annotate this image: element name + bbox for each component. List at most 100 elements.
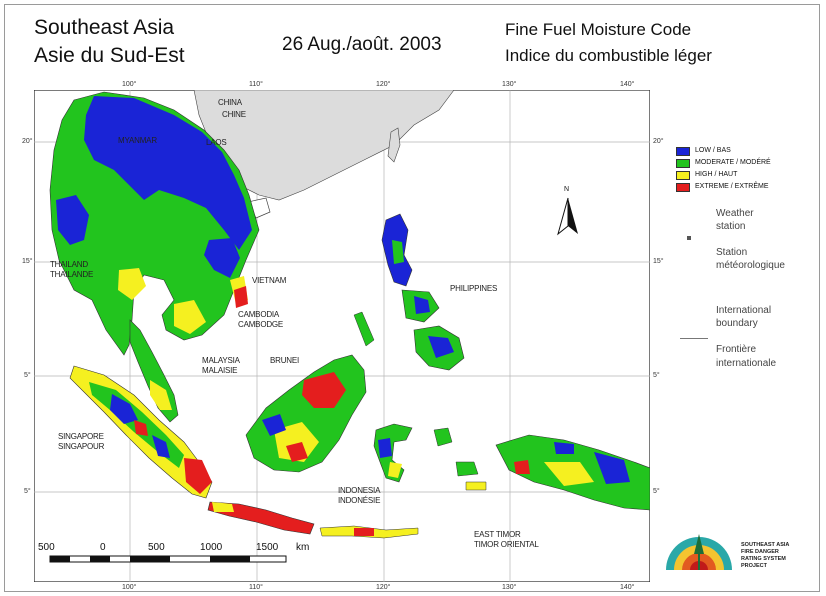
- mainland-high-2: [174, 300, 206, 334]
- tick-top-120: 120°: [376, 81, 391, 88]
- legend-swatch-extreme: [676, 183, 690, 192]
- boundary-label-fr-1: Frontière: [716, 344, 757, 355]
- legend-swatch-moderate: [676, 159, 690, 168]
- tick-top-140: 140°: [620, 81, 635, 88]
- maluku-2: [455, 461, 479, 477]
- label-malaisie: MALAISIE: [202, 366, 238, 375]
- scale-unit: km: [296, 542, 310, 553]
- mainland-high-1: [118, 268, 146, 300]
- station-label-fr-1: Station: [716, 247, 748, 258]
- label-east-timor: EAST TIMOR: [474, 530, 521, 539]
- logo-text-2: FIRE DANGER: [741, 549, 779, 555]
- maluku-1: [433, 427, 453, 447]
- region-title-en: Southeast Asia: [34, 16, 175, 39]
- scale-bar: [49, 555, 287, 563]
- legend-label-high: HIGH / HAUT: [695, 171, 738, 178]
- logo-text-4: PROJECT: [741, 563, 767, 569]
- map-date: 26 Aug./août. 2003: [282, 34, 442, 55]
- legend-label-moderate: MODERATE / MODÉRÉ: [695, 159, 771, 166]
- tick-top-100: 100°: [122, 81, 137, 88]
- map-canvas: [34, 90, 650, 582]
- boundary-line-icon: [680, 338, 708, 339]
- label-singapour: SINGAPOUR: [58, 442, 105, 451]
- palawan-land: [353, 311, 375, 347]
- tick-bottom-130: 130°: [502, 584, 517, 591]
- index-title-fr: Indice du combustible léger: [505, 46, 712, 65]
- sulawesi-low: [378, 438, 392, 458]
- tick-top-110: 110°: [249, 81, 263, 88]
- tick-right-5a: 5°: [653, 372, 660, 379]
- label-cambodge: CAMBODGE: [238, 320, 284, 329]
- tick-left-5a: 5°: [24, 372, 31, 379]
- tick-top-130: 130°: [502, 81, 517, 88]
- borneo-low: [262, 414, 286, 436]
- boundary-label-fr-2: internationale: [716, 358, 777, 369]
- taiwan-land: [387, 127, 401, 163]
- north-arrow-icon: [557, 197, 578, 236]
- label-indonesia: INDONESIA: [338, 486, 381, 495]
- label-philippines: PHILIPPINES: [450, 284, 498, 293]
- logo-text-3: RATING SYSTEM: [741, 556, 786, 562]
- borneo-high: [274, 422, 319, 462]
- legend-swatch-low: [676, 147, 690, 156]
- tick-left-20: 20°: [22, 138, 33, 145]
- label-singapore: SINGAPORE: [58, 432, 104, 441]
- label-vietnam: VIETNAM: [252, 276, 287, 285]
- label-chine: CHINE: [222, 110, 246, 119]
- luzon-moderate: [392, 240, 404, 264]
- sumatra-extreme-2: [134, 420, 148, 436]
- boundary-label-en-2: boundary: [716, 318, 758, 329]
- tick-bottom-120: 120°: [376, 584, 391, 591]
- scale-label-1000: 1000: [200, 542, 223, 553]
- station-label-en-2: station: [716, 221, 746, 232]
- java-land: [207, 501, 315, 535]
- label-thailand: THAILAND: [50, 260, 88, 269]
- station-label-fr-2: météorologique: [716, 260, 785, 271]
- maluku-3: [465, 481, 487, 491]
- station-label-en-1: Weather: [716, 208, 754, 219]
- newguinea-extreme: [514, 460, 530, 474]
- tick-bottom-100: 100°: [122, 584, 137, 591]
- label-cambodia: CAMBODIA: [238, 310, 280, 319]
- lesser-sunda-extreme: [354, 528, 374, 536]
- sulawesi-high: [388, 462, 402, 478]
- legend-label-extreme: EXTREME / EXTRÊME: [695, 183, 769, 190]
- north-label: N: [564, 186, 570, 193]
- newguinea-low: [594, 452, 630, 484]
- malay-high: [150, 380, 172, 410]
- newguinea-low-2: [554, 442, 574, 454]
- legend-label-low: LOW / BAS: [695, 147, 731, 154]
- label-malaysia: MALAYSIA: [202, 356, 240, 365]
- mindanao-low: [428, 336, 454, 358]
- visayas-low: [414, 296, 430, 314]
- java-high: [212, 502, 234, 512]
- label-indonesie: INDONÉSIE: [338, 496, 381, 505]
- sumatra-low-2: [152, 435, 170, 458]
- tick-left-15: 15°: [22, 258, 33, 265]
- tick-bottom-110: 110°: [249, 584, 263, 591]
- logo-text-1: SOUTHEAST ASIA: [741, 542, 790, 548]
- scale-label-500-left: 500: [38, 542, 55, 553]
- label-laos: LAOS: [206, 138, 227, 147]
- map-frame: [4, 4, 820, 592]
- label-brunei: BRUNEI: [270, 356, 300, 365]
- index-title-en: Fine Fuel Moisture Code: [505, 20, 692, 39]
- mainland-low-south: [204, 238, 240, 278]
- map-panel: CHINA CHINE MYANMAR LAOS THAILAND THAILA…: [34, 90, 650, 582]
- scale-label-0: 0: [100, 542, 106, 553]
- label-china: CHINA: [218, 98, 242, 107]
- sumatra-low: [110, 394, 138, 424]
- mainland-extreme-1: [234, 286, 248, 308]
- mainland-low-west: [56, 195, 89, 245]
- label-timor-oriental: TIMOR ORIENTAL: [474, 540, 539, 549]
- region-title-fr: Asie du Sud-Est: [34, 44, 185, 67]
- label-thailande: THAILANDE: [50, 270, 94, 279]
- newguinea-high: [544, 462, 594, 486]
- legend-swatch-high: [676, 171, 690, 180]
- tick-right-5b: 5°: [653, 488, 660, 495]
- boundary-label-en-1: International: [716, 305, 772, 316]
- tick-right-15: 15°: [653, 258, 664, 265]
- label-myanmar: MYANMAR: [118, 136, 157, 145]
- tick-left-5b: 5°: [24, 488, 31, 495]
- borneo-extreme: [302, 372, 346, 408]
